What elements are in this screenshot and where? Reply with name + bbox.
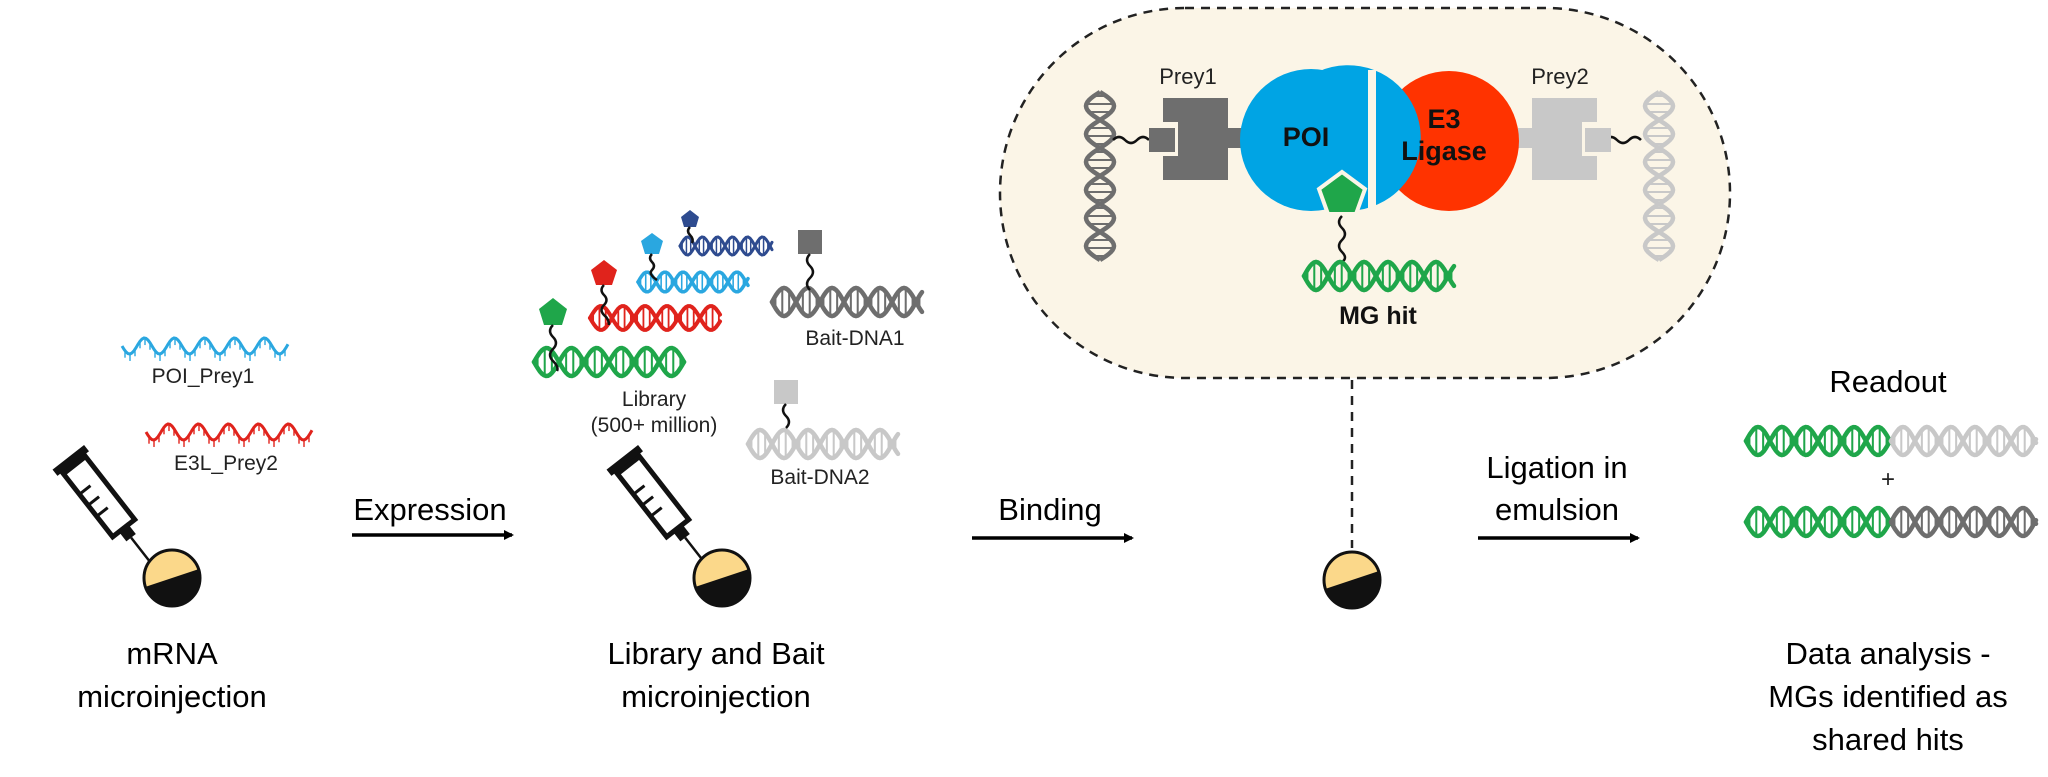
step3-line1: Data analysis -	[1785, 636, 1990, 671]
bead-icon	[692, 548, 752, 608]
rna-wave-icon	[144, 422, 314, 447]
bait-block-dark	[798, 230, 822, 254]
mrna-group	[120, 336, 314, 447]
e3l-prey2-label: E3L_Prey2	[174, 452, 278, 475]
binding-label: Binding	[998, 492, 1101, 527]
library-dna-red	[588, 304, 722, 332]
readout-title: Readout	[1829, 364, 1947, 399]
bait-dna1-helix	[769, 285, 925, 319]
step3-line2: MGs identified as	[1768, 679, 2008, 714]
library-dna-green	[531, 345, 687, 379]
bead-icon	[142, 548, 202, 608]
dna-helix-icon	[1642, 90, 1676, 262]
library-dna-navy	[678, 235, 774, 257]
poi-label: POI	[1283, 122, 1330, 152]
library-ligands	[539, 210, 699, 372]
readout-dna-gray-2	[1888, 505, 2039, 539]
bait-dna2-helix	[745, 427, 901, 461]
e3-label-line2: Ligase	[1401, 136, 1487, 166]
readout-dna-green-2	[1743, 505, 1894, 539]
e3-label-line1: E3	[1427, 104, 1460, 134]
step1-line2: microinjection	[77, 679, 267, 714]
ligation-label-line1: Ligation in	[1486, 450, 1627, 485]
navy-pentagon-icon	[681, 210, 699, 227]
poi-prey1-label: POI_Prey1	[152, 365, 255, 388]
expression-label: Expression	[353, 492, 506, 527]
ligation-label-line2: emulsion	[1495, 492, 1619, 527]
bait-dna1-label: Bait-DNA1	[805, 327, 904, 350]
bait-block-light	[774, 380, 798, 404]
prey1-tag	[1163, 98, 1242, 180]
mg-hit-label: MG hit	[1339, 302, 1417, 330]
library-dna-blue	[636, 270, 750, 294]
bait-dna2-label: Bait-DNA2	[770, 466, 869, 489]
red-pentagon-icon	[591, 260, 617, 285]
prey1-label: Prey1	[1159, 64, 1216, 89]
readout-dna-green-1	[1743, 424, 1894, 458]
mg-hit-dna	[1301, 259, 1457, 293]
step3-line3: shared hits	[1812, 722, 1964, 757]
syringe-icon	[52, 444, 161, 575]
rna-wave-icon	[120, 336, 290, 361]
step1-line1: mRNA	[126, 636, 218, 671]
syringe-icon	[606, 444, 715, 575]
dna-helix-icon	[1083, 90, 1117, 262]
readout-dna-gray-1	[1888, 424, 2039, 458]
prey2-label: Prey2	[1531, 64, 1588, 89]
library-label: Library	[622, 388, 687, 411]
step2-line2: microinjection	[621, 679, 811, 714]
bead-icon	[1322, 550, 1382, 610]
step2-line1: Library and Bait	[607, 636, 825, 671]
readout-plus: +	[1881, 466, 1895, 493]
blue-pentagon-icon	[641, 233, 663, 254]
library-size-label: (500+ million)	[591, 414, 718, 437]
prey2-tag	[1518, 98, 1597, 180]
green-pentagon-icon	[539, 298, 567, 325]
mg-hit-pentagon-icon	[1316, 169, 1368, 216]
e3-ligase-protein	[1379, 71, 1519, 211]
dna-group	[531, 235, 2039, 539]
